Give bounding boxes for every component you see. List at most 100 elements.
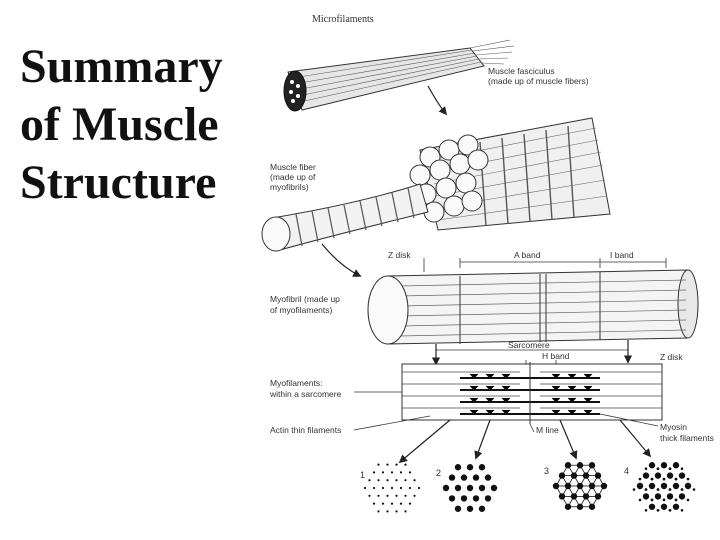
thin-filament-dot xyxy=(363,486,367,490)
thin-filament-dot xyxy=(662,498,666,502)
thick-filament-dot xyxy=(454,505,462,512)
thin-filament-dot xyxy=(638,498,642,502)
label-fiber-line2: (made up of xyxy=(270,172,316,182)
thick-filament-dot xyxy=(588,482,596,490)
thick-filament-dot xyxy=(466,484,474,492)
thin-filament-dot xyxy=(390,486,394,490)
thick-filament-dot xyxy=(588,503,596,510)
title-line-2: of Muscle xyxy=(20,98,219,151)
myofibril-drawing xyxy=(367,269,699,345)
thick-filament-dot xyxy=(654,472,662,479)
label-fiber-line3: myofibrils) xyxy=(270,182,309,192)
label-fasciculus-line2: (made up of muscle fibers) xyxy=(488,76,589,86)
section-number-2: 2 xyxy=(436,468,441,478)
thin-filament-dot xyxy=(656,467,660,471)
thin-filament-dot xyxy=(386,463,389,466)
thick-filament-dot xyxy=(642,493,650,500)
thin-filament-dot xyxy=(674,477,678,481)
thin-filament-dot xyxy=(377,510,380,513)
label-sarcomere: Sarcomere xyxy=(508,340,550,350)
thin-filament-dot xyxy=(390,502,394,505)
label-z-disk-right: Z disk xyxy=(660,352,683,362)
thick-filament-dot xyxy=(660,482,668,490)
label-a-band: A band xyxy=(514,250,541,260)
thick-filament-dot xyxy=(576,482,584,490)
thick-filament-dot xyxy=(564,462,572,469)
section-number-4: 4 xyxy=(624,466,629,476)
thick-filament-dot xyxy=(570,493,578,500)
thick-filament-dot xyxy=(466,464,474,471)
thin-filament-dot xyxy=(399,471,403,474)
thin-filament-dot xyxy=(399,486,403,490)
label-myofibril-line2: of myofilaments) xyxy=(270,305,333,315)
thin-filament-dot xyxy=(372,502,376,505)
thick-filament-dot xyxy=(472,474,480,481)
thick-filament-dot xyxy=(648,462,656,469)
thin-filament-dot xyxy=(399,502,403,505)
thin-filament-dot xyxy=(395,510,398,513)
label-actin: Actin thin filaments xyxy=(270,425,341,435)
thick-filament-dot xyxy=(460,474,468,481)
thin-filament-dot xyxy=(686,498,690,502)
cross-section-4-overlap xyxy=(632,462,696,512)
cross-section-2-thick-filaments xyxy=(442,464,498,512)
thick-filament-dot xyxy=(666,493,674,500)
thick-filament-dot xyxy=(454,464,462,471)
arrow-fasciculus-to-fibers xyxy=(427,85,448,116)
thick-filament-dot xyxy=(570,472,578,479)
section-number-1: 1 xyxy=(360,470,365,480)
thin-filament-dot xyxy=(656,488,660,491)
leader-myosin xyxy=(599,413,659,427)
thin-filament-dot xyxy=(372,486,376,490)
thin-filament-dot xyxy=(632,488,636,491)
thick-filament-dot xyxy=(484,495,492,502)
thick-filament-dot xyxy=(564,503,572,510)
arrow-to-section-2 xyxy=(474,419,491,460)
thick-filament-dot xyxy=(642,472,650,479)
thin-filament-dot xyxy=(395,463,398,466)
thin-filament-dot xyxy=(650,498,654,502)
thin-filament-dot xyxy=(381,502,385,505)
thick-filament-dot xyxy=(484,474,492,481)
section-number-3: 3 xyxy=(544,466,549,476)
thick-filament-dot xyxy=(672,462,680,469)
thick-filament-dot xyxy=(648,503,656,510)
thin-filament-dot xyxy=(390,471,394,474)
thin-filament-dot xyxy=(377,479,380,482)
thick-filament-dot xyxy=(678,493,686,500)
thin-filament-dot xyxy=(386,510,389,513)
thick-filament-dot xyxy=(594,472,602,479)
thin-filament-dot xyxy=(404,463,407,466)
thick-filament-dot xyxy=(600,482,608,490)
thick-filament-dot xyxy=(678,472,686,479)
slide-title: Summary of Muscle Structure xyxy=(20,38,260,212)
thick-filament-dot xyxy=(558,472,566,479)
label-m-line: M line xyxy=(536,425,559,435)
thin-filament-dot xyxy=(404,494,407,497)
thin-filament-dot xyxy=(638,477,642,481)
label-i-band: I band xyxy=(610,250,634,260)
title-line-1: Summary xyxy=(20,40,223,93)
thin-filament-dot xyxy=(368,479,371,482)
arrow-to-section-4 xyxy=(619,419,652,458)
label-myofilaments-line2: within a sarcomere xyxy=(269,389,342,399)
thin-filament-dot xyxy=(668,467,672,471)
thin-filament-dot xyxy=(377,494,380,497)
thin-filament-dot xyxy=(680,467,684,471)
thick-filament-dot xyxy=(672,482,680,490)
thin-filament-dot xyxy=(386,479,389,482)
thick-filament-dot xyxy=(648,482,656,490)
thin-filament-dot xyxy=(368,494,371,497)
thin-filament-dot xyxy=(644,488,648,491)
thick-filament-dot xyxy=(684,482,692,490)
thin-filament-dot xyxy=(680,508,684,512)
muscle-fiber-bundle-drawing xyxy=(409,117,611,231)
thin-filament-dot xyxy=(644,508,648,512)
thin-filament-dot xyxy=(395,494,398,497)
thick-filament-dot xyxy=(472,495,480,502)
thick-filament-dot xyxy=(582,493,590,500)
label-fasciculus-line1: Muscle fasciculus xyxy=(488,66,555,76)
thick-filament-dot xyxy=(478,484,486,492)
cross-section-1-thin-filaments xyxy=(363,463,421,513)
